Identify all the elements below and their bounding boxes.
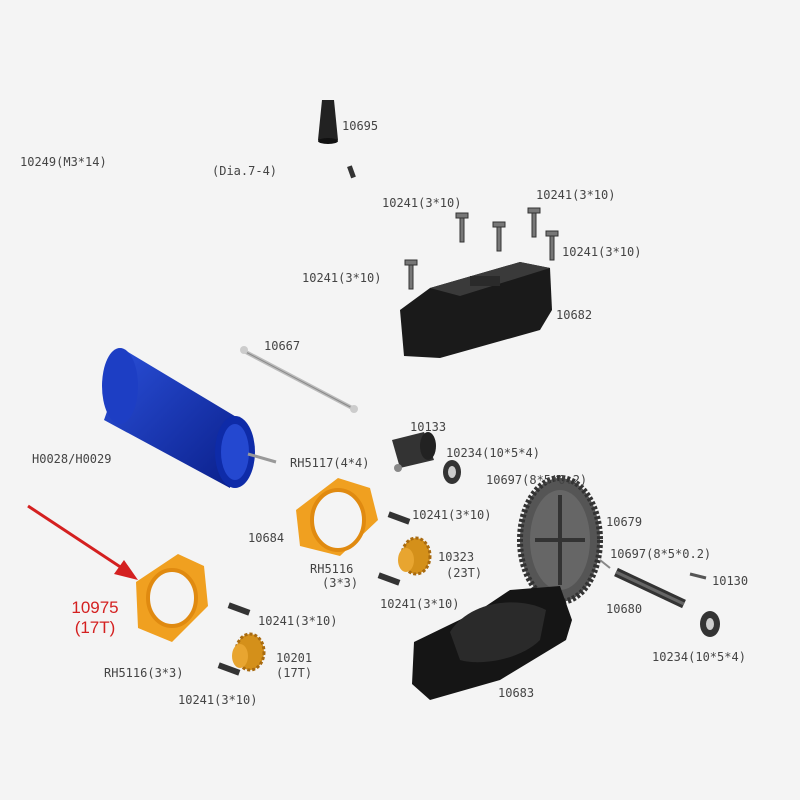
screws-top bbox=[404, 207, 559, 290]
nose-cone-part bbox=[318, 100, 338, 144]
screw-small-icon bbox=[347, 165, 356, 179]
screws-middle bbox=[217, 511, 411, 676]
collar-part bbox=[392, 432, 436, 468]
label-rh5116-a-size: (3*3) bbox=[322, 576, 359, 590]
label-10684: 10684 bbox=[248, 531, 285, 545]
label-10201: 10201 bbox=[276, 651, 313, 665]
drive-shaft-part bbox=[240, 346, 358, 413]
bearing-part-a bbox=[443, 460, 461, 484]
label-10249: 10249(M3*14) bbox=[20, 155, 107, 169]
shim-part bbox=[599, 559, 611, 569]
washer-a-icon bbox=[394, 464, 402, 472]
label-10241-top: 10241(3*10) bbox=[382, 196, 462, 210]
label-10697-a: 10697(8*5*0.2) bbox=[486, 473, 588, 487]
label-10697-b: 10697(8*5*0.2) bbox=[610, 547, 712, 561]
gear-shaft-part bbox=[614, 567, 686, 609]
label-10234-a: 10234(10*5*4) bbox=[446, 446, 540, 460]
motor-part bbox=[102, 348, 277, 488]
spur-gear-part bbox=[517, 475, 603, 605]
label-motor: H0028/H0029 bbox=[32, 452, 112, 466]
label-10683: 10683 bbox=[498, 686, 535, 700]
label-10323-teeth: (23T) bbox=[446, 566, 483, 580]
pinion-gear-23t-part bbox=[398, 536, 432, 576]
highlight-teeth: (17T) bbox=[74, 618, 116, 637]
bearing-part-b bbox=[700, 611, 720, 637]
highlight-label: 10975 (17T) bbox=[50, 598, 140, 638]
label-rh5117: RH5117(4*4) bbox=[290, 456, 370, 470]
gearbox-cover-part bbox=[400, 262, 552, 358]
label-10133: 10133 bbox=[410, 420, 447, 434]
red-arrow-icon bbox=[27, 504, 138, 580]
label-10695: 10695 bbox=[342, 119, 379, 133]
label-10241-bottom: 10241(3*10) bbox=[178, 693, 258, 707]
highlight-part-number: 10975 bbox=[71, 598, 119, 617]
label-10241-left: 10241(3*10) bbox=[302, 271, 382, 285]
label-10323: 10323 bbox=[438, 550, 475, 564]
label-10201-teeth: (17T) bbox=[276, 666, 313, 680]
motor-mount-17t-part bbox=[136, 554, 208, 642]
label-10682: 10682 bbox=[556, 308, 593, 322]
label-10667: 10667 bbox=[264, 339, 301, 353]
label-dia: (Dia.7-4) bbox=[212, 164, 278, 178]
label-10241-right: 10241(3*10) bbox=[562, 245, 642, 259]
label-rh5116-a: RH5116 bbox=[310, 562, 354, 576]
label-10241-low: 10241(3*10) bbox=[258, 614, 338, 628]
label-10680: 10680 bbox=[606, 602, 643, 616]
motor-mount-part bbox=[296, 478, 378, 556]
label-10241-mid2: 10241(3*10) bbox=[380, 597, 460, 611]
pin-part bbox=[689, 572, 707, 580]
gearbox-lower-case-part bbox=[412, 586, 572, 700]
pinion-gear-17t-part bbox=[232, 632, 266, 672]
label-10679: 10679 bbox=[606, 515, 643, 529]
label-10234-b: 10234(10*5*4) bbox=[652, 650, 746, 664]
label-10241-mid: 10241(3*10) bbox=[412, 508, 492, 522]
label-rh5116-b: RH5116(3*3) bbox=[104, 666, 184, 680]
label-10241-topright: 10241(3*10) bbox=[536, 188, 616, 202]
label-10130: 10130 bbox=[712, 574, 749, 588]
